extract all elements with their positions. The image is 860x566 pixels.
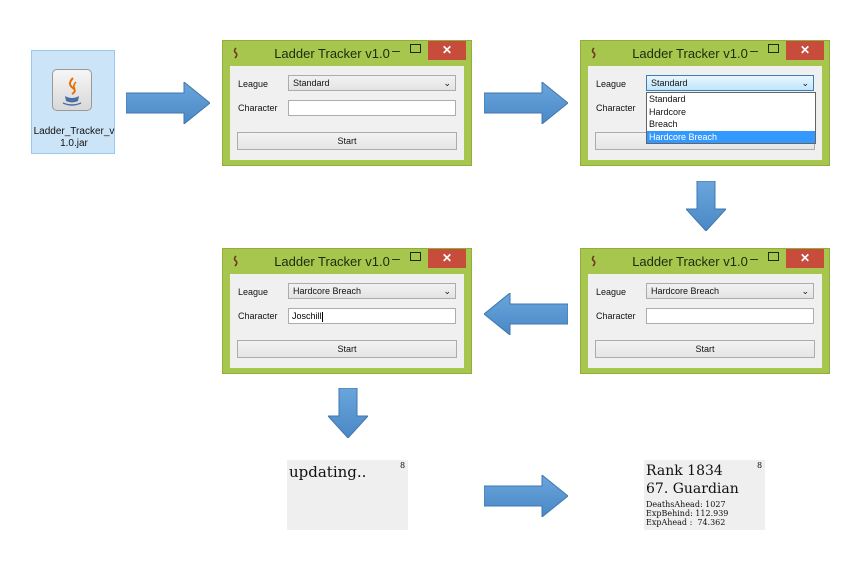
close-button[interactable]: ✕ (786, 249, 824, 268)
overlay-updating: updating.. 8 (287, 460, 408, 530)
league-value: Standard (293, 78, 330, 88)
java-icon (591, 255, 596, 267)
minimize-button[interactable]: – (392, 42, 400, 58)
deaths-ahead-text: DeathsAhead: 1027 (646, 500, 726, 509)
minimize-button[interactable]: – (750, 42, 758, 58)
window-client: League Standard ⌄ Standard Hardcore Breac… (588, 66, 822, 160)
window-4: Ladder Tracker v1.0 – ✕ League Hardcore … (222, 248, 472, 374)
java-icon (233, 255, 238, 267)
character-label: Character (596, 311, 636, 321)
rank-text: Rank 1834 (646, 463, 723, 479)
start-button[interactable]: Start (237, 340, 457, 358)
text-caret (321, 311, 323, 322)
java-icon (591, 47, 596, 59)
window-1: Ladder Tracker v1.0 – ✕ League Standard ⌄… (222, 40, 472, 166)
close-button[interactable]: ✕ (786, 41, 824, 60)
updating-text: updating.. (289, 463, 367, 481)
titlebar[interactable]: Ladder Tracker v1.0 – ✕ (581, 249, 829, 273)
overlay-corner-number[interactable]: 8 (400, 461, 406, 470)
maximize-button[interactable] (768, 252, 779, 261)
arrow-left-1 (484, 293, 568, 335)
chevron-down-icon: ⌄ (801, 286, 809, 296)
character-value: Joschill (292, 311, 322, 321)
arrow-right-2 (484, 82, 568, 124)
close-button[interactable]: ✕ (428, 249, 466, 268)
exp-behind-text: ExpBehind: 112.939 (646, 509, 729, 518)
java-icon (52, 69, 92, 111)
maximize-button[interactable] (410, 252, 421, 261)
arrow-right-1 (126, 82, 210, 124)
option-hardcore-breach[interactable]: Hardcore Breach (647, 130, 815, 143)
character-label: Character (238, 311, 278, 321)
character-input[interactable]: Joschill (288, 308, 456, 324)
option-breach[interactable]: Breach (649, 119, 678, 129)
league-select[interactable]: Standard ⌄ (646, 75, 814, 91)
start-button[interactable]: Start (595, 340, 815, 358)
character-input[interactable] (646, 308, 814, 324)
close-button[interactable]: ✕ (428, 41, 466, 60)
arrow-right-3 (484, 475, 568, 517)
overlay-result: Rank 1834 67. Guardian DeathsAhead: 1027… (644, 460, 765, 530)
level-class-text: 67. Guardian (646, 481, 739, 497)
league-label: League (596, 287, 627, 297)
league-value: Hardcore Breach (651, 286, 720, 296)
maximize-button[interactable] (410, 44, 421, 53)
chevron-down-icon: ⌄ (443, 78, 451, 88)
league-label: League (596, 79, 627, 89)
maximize-button[interactable] (768, 44, 779, 53)
window-title: Ladder Tracker v1.0 (632, 254, 748, 269)
league-dropdown-list: Standard Hardcore Breach Hardcore Breach (646, 92, 816, 144)
league-value: Hardcore Breach (293, 286, 362, 296)
league-select[interactable]: Hardcore Breach ⌄ (646, 283, 814, 299)
window-client: League Standard ⌄ Character Start (230, 66, 464, 160)
character-label: Character (596, 103, 636, 113)
minimize-button[interactable]: – (392, 250, 400, 266)
window-title: Ladder Tracker v1.0 (274, 46, 390, 61)
minimize-button[interactable]: – (750, 250, 758, 266)
chevron-down-icon: ⌄ (443, 286, 451, 296)
window-3: Ladder Tracker v1.0 – ✕ League Hardcore … (580, 248, 830, 374)
league-label: League (238, 287, 269, 297)
league-value: Standard (651, 78, 688, 88)
window-2: Ladder Tracker v1.0 – ✕ League Standard ⌄… (580, 40, 830, 166)
option-standard[interactable]: Standard (649, 94, 686, 104)
character-label: Character (238, 103, 278, 113)
exp-ahead-text: ExpAhead : 74.362 (646, 518, 726, 527)
jar-file-icon[interactable]: Ladder_Tracker_v1.0.jar (31, 50, 115, 154)
window-client: League Hardcore Breach ⌄ Character Joschi… (230, 274, 464, 368)
overlay-corner-number[interactable]: 8 (757, 461, 763, 470)
window-client: League Hardcore Breach ⌄ Character Start (588, 274, 822, 368)
window-title: Ladder Tracker v1.0 (632, 46, 748, 61)
java-icon (233, 47, 238, 59)
league-select[interactable]: Standard ⌄ (288, 75, 456, 91)
option-hardcore[interactable]: Hardcore (649, 106, 687, 117)
start-button[interactable]: Start (237, 132, 457, 150)
titlebar[interactable]: Ladder Tracker v1.0 – ✕ (223, 41, 471, 65)
league-select[interactable]: Hardcore Breach ⌄ (288, 283, 456, 299)
titlebar[interactable]: Ladder Tracker v1.0 – ✕ (223, 249, 471, 273)
window-title: Ladder Tracker v1.0 (274, 254, 390, 269)
arrow-down-2 (328, 388, 368, 438)
league-label: League (238, 79, 269, 89)
file-name: Ladder_Tracker_v1.0.jar (33, 126, 115, 149)
titlebar[interactable]: Ladder Tracker v1.0 – ✕ (581, 41, 829, 65)
character-input[interactable] (288, 100, 456, 116)
chevron-down-icon: ⌄ (801, 78, 809, 88)
arrow-down-1 (686, 181, 726, 231)
